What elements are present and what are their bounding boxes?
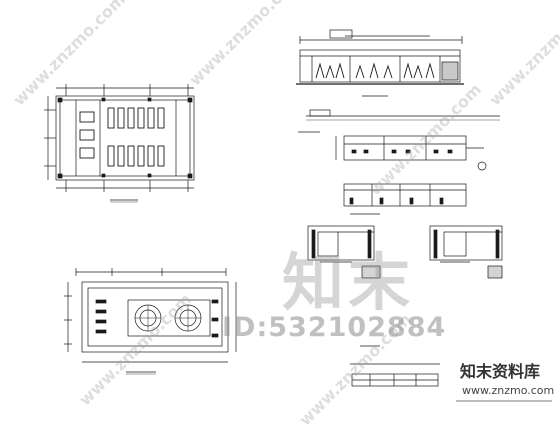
brand-name: 知末资料库	[460, 362, 541, 381]
side-elevation-2	[343, 183, 467, 215]
center-logo-watermark: 知末	[282, 246, 415, 319]
brand-url: www.znzmo.com	[462, 384, 555, 397]
front-elevation	[296, 29, 464, 97]
side-elevation-1	[335, 135, 487, 171]
detail-elevation-left	[307, 225, 375, 261]
cad-drawing-sheet	[44, 29, 503, 387]
brand-underline	[456, 400, 552, 402]
section-strip	[298, 109, 500, 133]
detail-elevation-right	[429, 225, 503, 261]
small-detail-marks	[320, 261, 503, 279]
id-watermark: ID:532102884	[222, 312, 447, 343]
floor-plan-grid	[44, 84, 195, 203]
bottom-section-detail	[350, 345, 440, 387]
brand-badge: 知末资料库 www.znzmo.com	[448, 354, 560, 420]
ceiling-plan	[64, 268, 237, 375]
